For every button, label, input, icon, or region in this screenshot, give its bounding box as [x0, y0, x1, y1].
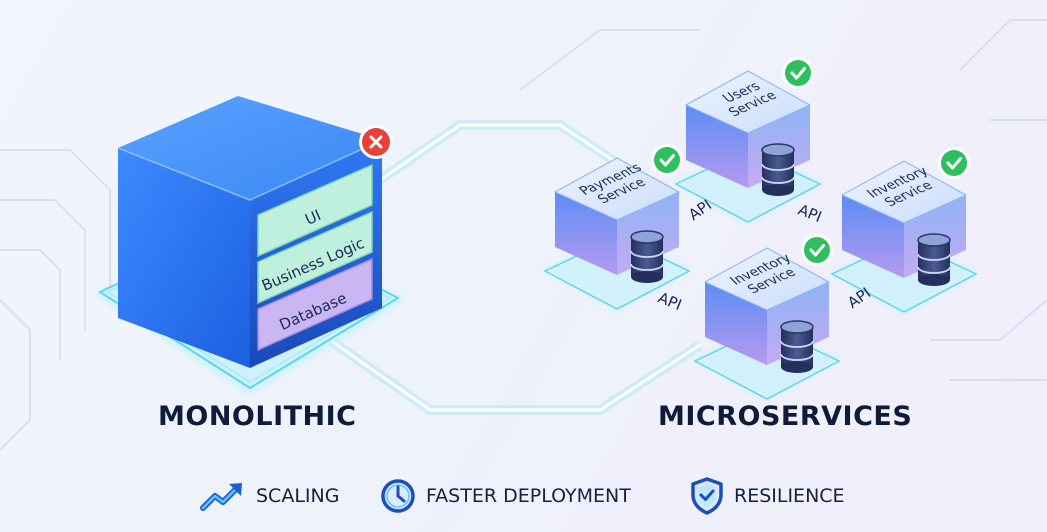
- clock-icon: [381, 479, 415, 513]
- shield-check-icon: [691, 477, 723, 515]
- feature-scaling: SCALING: [200, 480, 339, 512]
- service-front-face: [842, 195, 904, 278]
- api-label: API: [795, 201, 824, 227]
- database-icon: [761, 143, 795, 196]
- fail-badge-icon: [359, 125, 393, 159]
- database-icon: [780, 320, 814, 373]
- layer-business-logic: [257, 210, 373, 305]
- ok-badge-icon: [938, 147, 970, 179]
- monolith-front-face: [118, 148, 250, 368]
- feature-faster-deployment: FASTER DEPLOYMENT: [380, 478, 631, 514]
- service-top-face: [703, 247, 831, 311]
- background-circuit-lines: [0, 19, 1047, 451]
- layer-ui: [257, 163, 373, 258]
- layer-label-ui: UI: [302, 206, 323, 229]
- feature-bar: SCALING FASTER DEPLOYMENT RESILIENCE: [0, 472, 1047, 518]
- api-label: API: [655, 289, 684, 315]
- connection-paths: [327, 120, 703, 415]
- microservices-title: MICROSERVICES: [658, 401, 913, 432]
- service-cube: InventoryService: [693, 234, 841, 401]
- database-icon: [630, 230, 664, 283]
- monolithic-title: MONOLITHIC: [158, 401, 357, 432]
- service-top-face: [684, 70, 812, 134]
- monolith-layers: UI Business Logic Database: [257, 163, 373, 352]
- service-cube: UsersService: [674, 57, 822, 224]
- database-icon: [917, 233, 951, 286]
- feature-label-resilience: RESILIENCE: [734, 485, 845, 507]
- feature-resilience: RESILIENCE: [690, 477, 845, 515]
- service-top-face: [553, 157, 681, 221]
- service-cube: PaymentsService: [543, 144, 691, 311]
- service-front-face: [705, 282, 767, 365]
- feature-label-faster-deployment: FASTER DEPLOYMENT: [426, 485, 631, 507]
- feature-label-scaling: SCALING: [256, 485, 340, 507]
- ok-badge-icon: [801, 234, 833, 266]
- ok-badge-icon: [782, 57, 814, 89]
- layer-database: [257, 257, 373, 352]
- trend-up-icon: [200, 483, 242, 511]
- service-top-face: [840, 160, 968, 224]
- service-front-face: [686, 105, 748, 188]
- service-front-face: [555, 192, 617, 275]
- service-cube: InventoryService: [830, 147, 978, 314]
- ok-badge-icon: [651, 144, 683, 176]
